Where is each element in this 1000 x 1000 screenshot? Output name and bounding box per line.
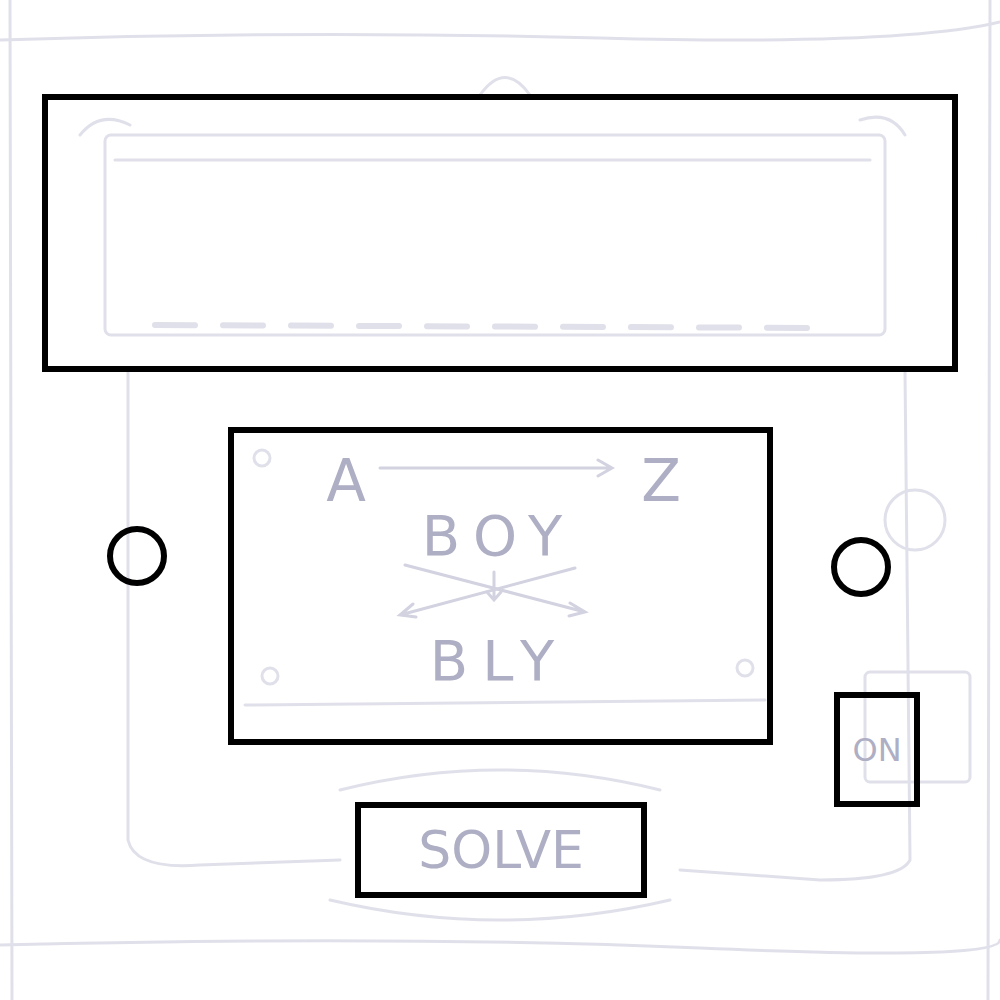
word-label: BOY	[422, 508, 577, 564]
sketch-line	[0, 940, 1000, 953]
sketch-line	[245, 700, 765, 705]
word-label: BLY	[430, 633, 568, 689]
sketch-line	[0, 22, 1000, 40]
switch-label: ON	[852, 734, 901, 766]
sketch-screw	[254, 450, 270, 466]
sketch-line	[10, 0, 12, 1000]
sketch-panel	[105, 135, 885, 335]
solve-button: SOLVE	[355, 802, 647, 898]
sketch-line	[988, 0, 990, 1000]
sketch-screw	[262, 668, 278, 684]
sketch-dashes	[155, 325, 830, 328]
sketch-ornament	[80, 78, 905, 136]
sketch-line	[115, 159, 870, 162]
power-switch: ON	[834, 692, 920, 807]
knob-circle	[110, 529, 164, 583]
sketch-knob	[885, 490, 945, 550]
sketch-arrow	[380, 460, 612, 476]
letter-label: Z	[641, 452, 681, 510]
letter-label: A	[326, 452, 366, 510]
knob-circle	[834, 540, 888, 594]
sketch-arrow	[487, 572, 501, 600]
sketch-arrow	[400, 568, 575, 617]
sketch-ornament	[330, 770, 670, 920]
sketch-line	[128, 370, 340, 866]
sketch-screw	[737, 660, 753, 676]
puzzle-screen: A Z BOY BLY	[228, 427, 773, 745]
button-label: SOLVE	[418, 824, 584, 876]
display-panel	[45, 97, 955, 369]
